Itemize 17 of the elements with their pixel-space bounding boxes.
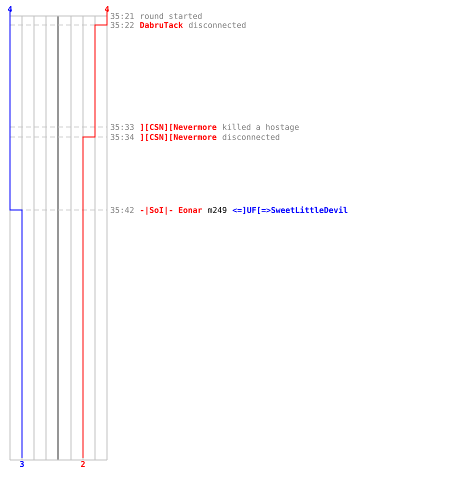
timestamp: 35:22 [110, 22, 134, 28]
timestamp: 35:21 [110, 12, 134, 20]
timestamp: 35:33 [110, 124, 134, 130]
timestamp: 35:42 [110, 206, 134, 214]
player-name: DabruTack [140, 22, 183, 28]
weapon-name: m249 [208, 206, 226, 214]
event-text: disconnected [188, 22, 246, 28]
player-name: ][CSN][Nevermore [140, 124, 216, 131]
player-name: <=]UF[=>SweetLittleDevil [232, 206, 348, 214]
event-text: killed a hostage [223, 124, 299, 132]
event-text: round started [141, 12, 202, 20]
player-count: 3 [20, 460, 24, 468]
timestamp: 35:34 [110, 134, 134, 140]
player-count: 2 [81, 461, 85, 467]
player-name: -|SoI|- Eonar [140, 206, 202, 215]
player-name: ][CSN][Nevermore [140, 134, 216, 141]
event-text: disconnected [222, 134, 280, 140]
